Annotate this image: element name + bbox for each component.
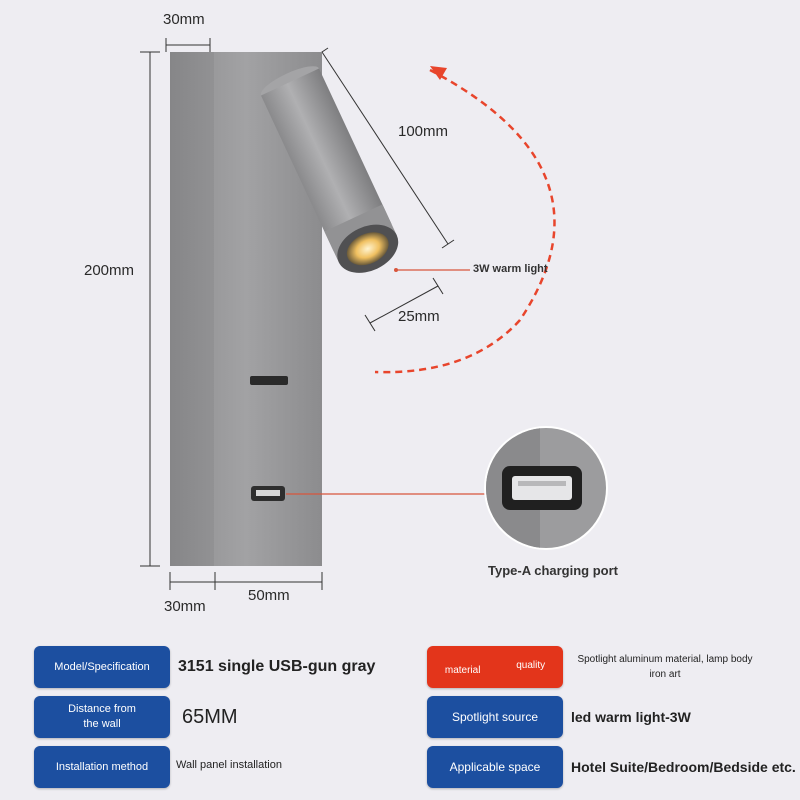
dim-head-diameter: 25mm xyxy=(398,308,440,325)
spec-value-installation: Wall panel installation xyxy=(176,759,282,771)
spec-row-model: Model/Specification 3151 single USB-gun … xyxy=(34,646,375,688)
spec-label-distance: Distance from the wall xyxy=(34,696,170,738)
spec-value-model: 3151 single USB-gun gray xyxy=(178,658,376,675)
spec-value-material: Spotlight aluminum material, lamp body i… xyxy=(577,654,753,680)
spec-label-space: Applicable space xyxy=(427,746,563,788)
dim-height: 200mm xyxy=(84,262,135,279)
spec-label-installation: Installation method xyxy=(34,746,170,788)
spec-row-installation: Installation method Wall panel installat… xyxy=(34,746,282,788)
spec-row-distance: Distance from the wall 65MM xyxy=(34,696,238,738)
spec-value-distance: 65MM xyxy=(182,705,238,728)
rotation-arc xyxy=(374,68,556,374)
dim-arm-length: 100mm xyxy=(398,123,449,140)
spec-label-model: Model/Specification xyxy=(34,646,170,688)
spec-row-space: Applicable space Hotel Suite/Bedroom/Bed… xyxy=(427,746,796,788)
port-callout: Type-A charging port xyxy=(488,563,618,578)
spec-label-source: Spotlight source xyxy=(427,696,563,738)
spec-row-material: material quality Spotlight aluminum mate… xyxy=(427,646,755,688)
dim-base-depth: 30mm xyxy=(164,598,206,615)
product-diagram: 30mm 200mm 100mm 25mm 30mm 50mm 3W warm … xyxy=(84,11,618,615)
spec-label-material: material quality xyxy=(427,646,563,688)
dim-top-depth: 30mm xyxy=(163,11,205,28)
spotlight-arm xyxy=(260,66,399,273)
spec-value-source: led warm light-3W xyxy=(571,709,691,725)
switch xyxy=(250,376,288,385)
arc-arrowhead xyxy=(430,66,447,80)
light-callout: 3W warm light xyxy=(473,263,548,275)
spec-value-space: Hotel Suite/Bedroom/Bedside etc. xyxy=(571,759,796,775)
spec-row-source: Spotlight source led warm light-3W xyxy=(427,696,691,738)
lamp-illustration xyxy=(140,38,608,590)
dim-width: 50mm xyxy=(248,587,290,604)
